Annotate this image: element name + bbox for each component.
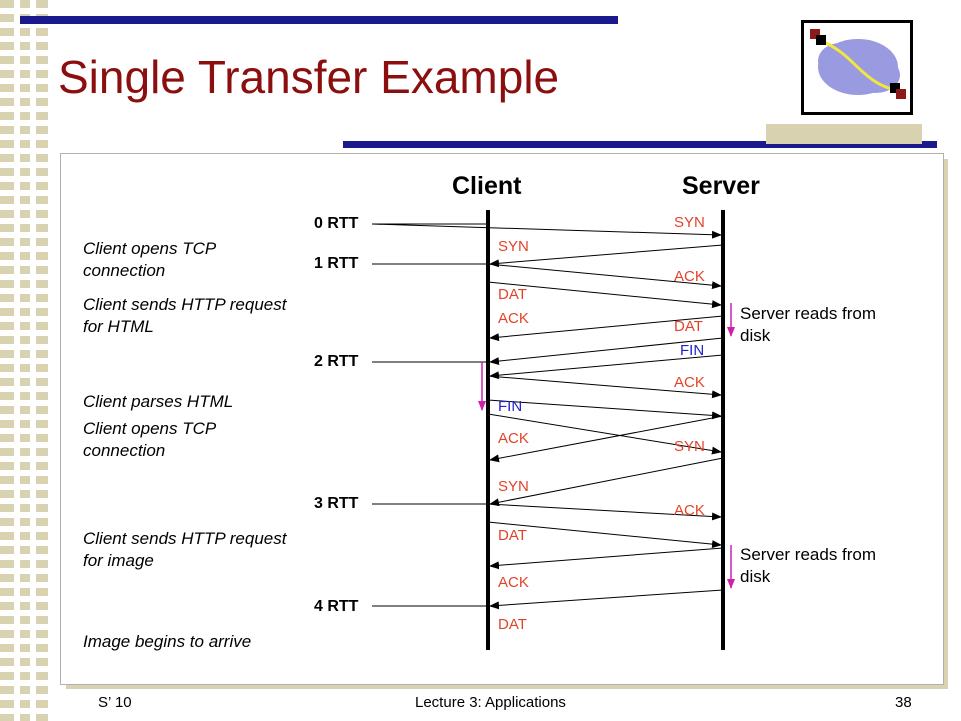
- footer-left: S’ 10: [98, 694, 132, 711]
- msg-label-dat-c-2: DAT: [498, 527, 527, 544]
- msg-syn-c2s-2: [487, 399, 722, 420]
- rtt-label-0: 0 RTT: [314, 215, 359, 232]
- client-note-request-html: Client sends HTTP request for HTML: [83, 295, 287, 336]
- msg-dat-s2c: [489, 337, 724, 366]
- msg-label-ack-c-2: ACK: [498, 430, 529, 447]
- rtt-label-1: 1 RTT: [314, 255, 359, 272]
- msg-dat-c2s-2: [487, 521, 722, 549]
- msg-label-fin-c: FIN: [498, 398, 523, 415]
- msg-label-ack-s-3: ACK: [674, 502, 705, 519]
- msg-syn-c2s: [371, 223, 722, 239]
- msg-ack-c2s: [487, 263, 722, 290]
- msg-label-dat-c-3: DAT: [498, 616, 527, 633]
- rtt-label-2: 2 RTT: [314, 353, 359, 370]
- msg-label-syn-s-2: SYN: [674, 438, 705, 455]
- msg-dat-s2c-2: [489, 589, 724, 610]
- msg-ack-c2s-3: [487, 503, 722, 521]
- mid-stripe-block: [766, 124, 922, 144]
- msg-ack-c2s-2: [487, 375, 722, 399]
- mid-accent-bar: [343, 141, 937, 148]
- client-note-parse-html: Client parses HTML: [83, 392, 234, 411]
- msg-label-syn-c-2: SYN: [498, 478, 529, 495]
- msg-label-ack-c: ACK: [498, 310, 529, 327]
- msg-label-ack-c-3: ACK: [498, 574, 529, 591]
- msg-dat-c2s: [487, 281, 722, 309]
- msg-ack-s2c: [489, 315, 724, 342]
- left-stripe-vertical-2: [30, 0, 36, 721]
- footer-center: Lecture 3: Applications: [415, 694, 566, 711]
- server-note-read-disk-1: Server reads from disk: [740, 304, 877, 345]
- msg-fin-s2c: [489, 354, 724, 380]
- server-note-read-disk-2: Server reads from disk: [740, 545, 877, 586]
- rtt-label-4: 4 RTT: [314, 598, 359, 615]
- top-accent-bar: [20, 16, 618, 24]
- msg-fin-c2s: [487, 413, 722, 455]
- left-stripe-vertical: [14, 0, 20, 721]
- msg-label-fin-s: FIN: [680, 342, 705, 359]
- network-cloud-graphic: [810, 29, 906, 99]
- client-note-image-arrives: Image begins to arrive: [83, 632, 252, 651]
- client-note-request-image: Client sends HTTP request for image: [83, 529, 287, 570]
- footer-slide-number: 38: [895, 694, 912, 711]
- msg-label-dat-s: DAT: [674, 318, 703, 335]
- msg-label-ack-s-2: ACK: [674, 374, 705, 391]
- msg-label-ack-s: ACK: [674, 268, 705, 285]
- client-header: Client: [452, 172, 522, 200]
- msg-label-syn-c: SYN: [498, 238, 529, 255]
- server-header: Server: [682, 172, 760, 200]
- msg-syn-s2c: [489, 244, 724, 268]
- slide-title: Single Transfer Example: [58, 51, 560, 103]
- client-note-open-tcp: Client opens TCP connection: [83, 239, 217, 280]
- network-cloud-icon: [801, 20, 913, 115]
- msg-syn-ack-s2c: [489, 415, 724, 463]
- msg-ack-s2c-2: [489, 457, 724, 507]
- diagram-panel: [60, 153, 944, 685]
- msg-ack-s2c-3: [489, 547, 724, 570]
- msg-label-dat-c: DAT: [498, 286, 527, 303]
- client-note-open-tcp-2: Client opens TCP connection: [83, 419, 217, 460]
- rtt-label-3: 3 RTT: [314, 495, 359, 512]
- left-stripe-decoration: [0, 0, 48, 721]
- msg-label-syn-s: SYN: [674, 214, 705, 231]
